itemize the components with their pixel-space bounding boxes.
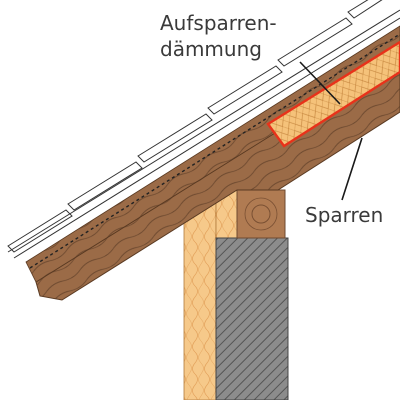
roof-tile xyxy=(67,161,143,211)
wall-plate-ring xyxy=(251,204,271,224)
roof-tile-outline xyxy=(7,9,400,253)
wall-plate xyxy=(236,189,286,239)
aufsparren-insulation xyxy=(266,40,400,148)
roof-tiles xyxy=(7,0,400,259)
roof-tile xyxy=(347,0,383,19)
insulation-label-line2: dämmung xyxy=(160,37,262,61)
wall-plate-ring xyxy=(244,197,278,231)
masonry-wall xyxy=(215,237,289,401)
roof-tile xyxy=(207,65,283,115)
rafter-label: Sparren xyxy=(305,203,383,227)
batten-layer xyxy=(25,25,400,283)
insulation-leader-line xyxy=(299,61,341,105)
rafter-leader-line xyxy=(341,137,363,201)
membrane-line xyxy=(29,33,400,269)
roof-tile xyxy=(277,17,353,67)
roof-tile xyxy=(137,113,213,163)
insulation-label-line1: Aufsparren- xyxy=(160,11,277,35)
roof-tile-outline xyxy=(13,17,400,259)
